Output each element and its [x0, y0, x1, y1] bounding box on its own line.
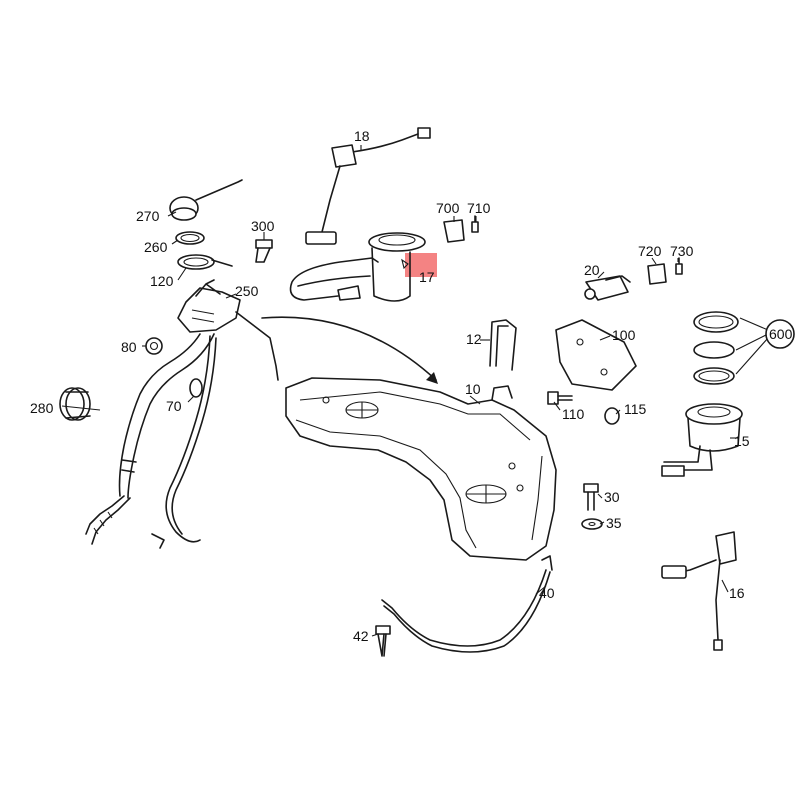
- part-labels: 18 270 300 700 710 260 720 730 17 20 120…: [30, 128, 793, 644]
- part-115-nut: [604, 407, 620, 425]
- part-710-screw: [471, 215, 479, 233]
- assembly-arrow: [261, 316, 438, 384]
- label-100: 100: [612, 327, 636, 343]
- label-250: 250: [235, 283, 259, 299]
- part-270-filler-cap: [169, 179, 243, 221]
- label-70: 70: [166, 398, 182, 414]
- label-700: 700: [436, 200, 460, 216]
- part-80-grommet: [145, 337, 163, 355]
- label-40: 40: [539, 585, 555, 601]
- label-115: 115: [624, 401, 647, 417]
- part-30-bolt: [583, 483, 599, 511]
- label-30: 30: [604, 489, 620, 505]
- vent-hose: [151, 335, 217, 549]
- filler-pipe: [85, 333, 215, 545]
- label-35: 35: [606, 515, 622, 531]
- part-100-heat-shield: [555, 319, 637, 391]
- label-710: 710: [467, 200, 491, 216]
- part-17-fuel-pump-module: [289, 232, 426, 302]
- part-280-clamp: [59, 387, 91, 421]
- label-300: 300: [251, 218, 275, 234]
- part-300-bolt: [255, 239, 273, 263]
- part-10-fuel-tank: [285, 377, 557, 561]
- label-110: 110: [562, 406, 585, 422]
- part-700-seal: [443, 219, 465, 243]
- label-600: 600: [769, 326, 793, 342]
- part-42-screw: [375, 625, 391, 657]
- part-600-rings: [693, 311, 795, 385]
- part-12-bracket: [489, 319, 517, 371]
- part-260-seal-ring: [175, 231, 205, 245]
- part-35-washer: [581, 518, 603, 530]
- label-270: 270: [136, 208, 160, 224]
- label-120: 120: [150, 273, 174, 289]
- part-120-ring: [177, 254, 233, 270]
- label-17: 17: [419, 269, 435, 285]
- label-260: 260: [144, 239, 168, 255]
- part-40-strap: [381, 555, 553, 653]
- part-20-sensor: [584, 275, 631, 301]
- part-16-level-sender: [661, 531, 737, 651]
- label-12: 12: [466, 331, 482, 347]
- label-20: 20: [584, 262, 600, 278]
- part-250-filler-neck: [177, 279, 279, 381]
- part-730-screw: [675, 257, 683, 275]
- part-18-level-sender: [305, 127, 431, 245]
- label-280: 280: [30, 400, 54, 416]
- label-80: 80: [121, 339, 137, 355]
- part-720-seal: [647, 263, 667, 285]
- part-110-bolt: [547, 391, 573, 405]
- label-16: 16: [729, 585, 745, 601]
- label-15: 15: [734, 433, 750, 449]
- label-720: 720: [638, 243, 662, 259]
- part-15-pump-module: [661, 403, 743, 477]
- label-42: 42: [353, 628, 369, 644]
- label-730: 730: [670, 243, 694, 259]
- part-70-clip: [189, 378, 203, 398]
- label-18: 18: [354, 128, 370, 144]
- leader-lines: [61, 211, 738, 637]
- label-10: 10: [465, 381, 481, 397]
